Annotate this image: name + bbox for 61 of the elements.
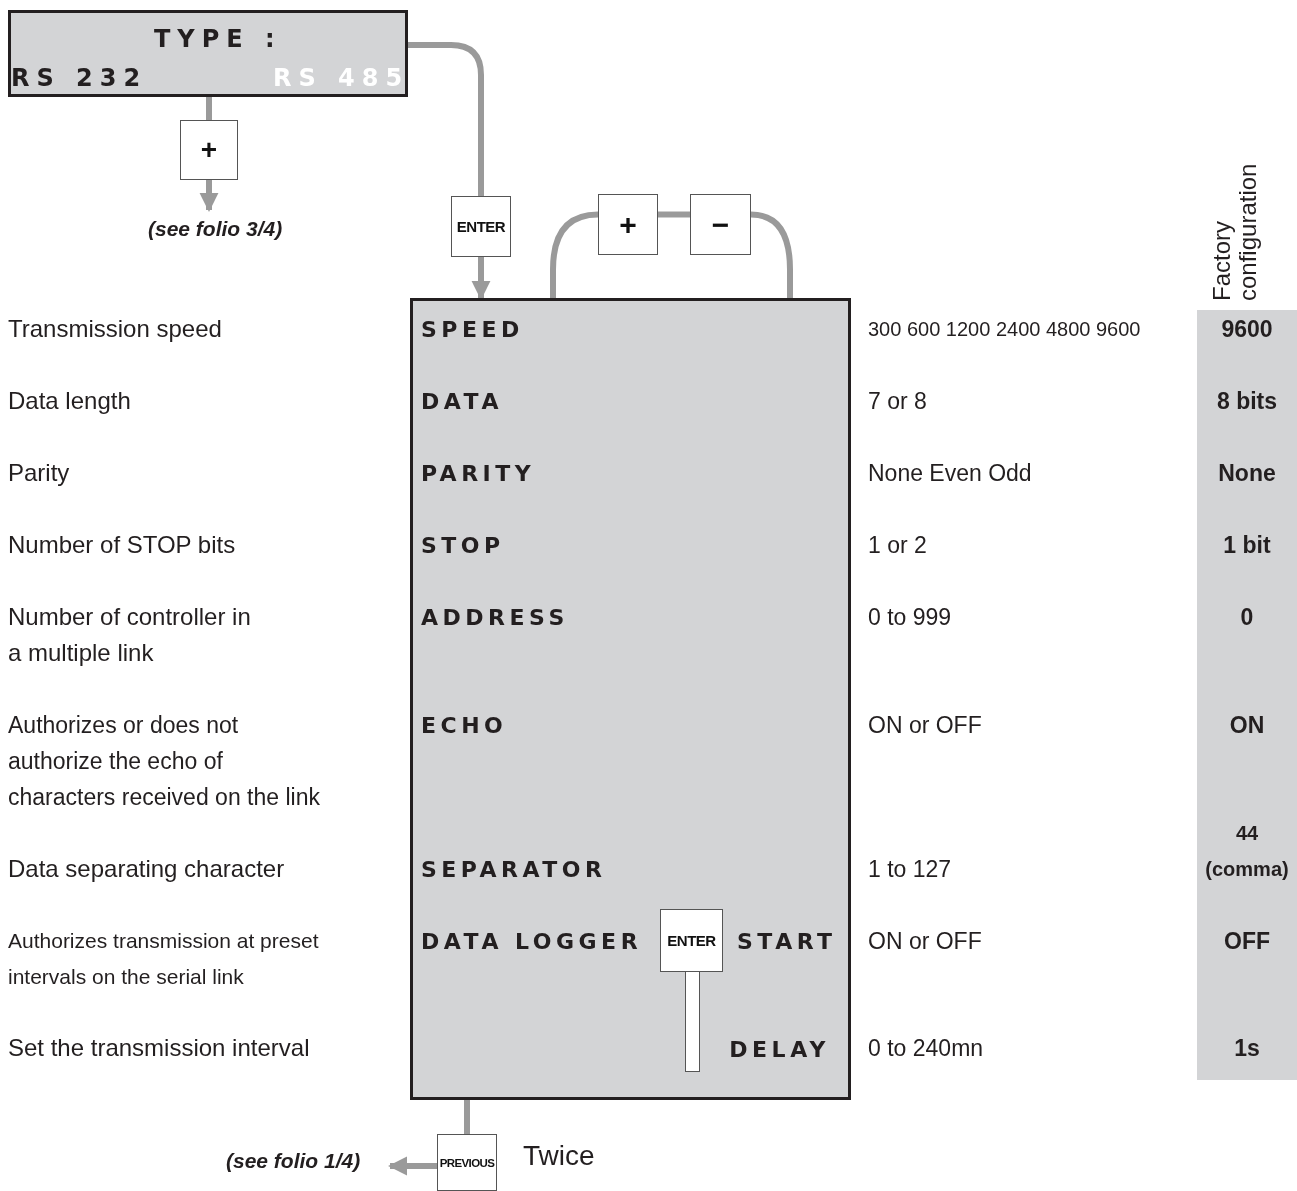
menu-item: START [737,931,837,953]
connector-line [206,97,212,120]
menu-panel [410,298,851,1100]
display-text: TYPE : [154,27,282,51]
factory-value: 0 [1239,603,1255,632]
value-range: 1 to 127 [868,855,953,884]
display-panel [8,10,408,97]
key: − [690,194,751,255]
factory-value: ON [1228,711,1266,740]
factory-value: 8 bits [1215,387,1279,416]
reference-text: (see folio 3/4) [148,212,288,246]
factory-value: 9600 [1220,315,1274,344]
connector-line [464,1100,470,1134]
key: ENTER [451,196,511,257]
value-range: None Even Odd [868,459,1033,488]
key: PREVIOUS [437,1134,497,1191]
arrow [199,180,219,212]
parameter-description: Number of STOP bits [8,530,237,560]
factory-value: 1 bit [1222,531,1272,560]
connector-line [750,211,793,298]
menu-item: STOP [421,535,505,557]
value-range: 300 600 1200 2400 4800 9600 [868,317,1142,342]
factory-value: 1s [1233,1034,1261,1063]
menu-item: PARITY [421,463,536,485]
key-stem [685,972,700,1072]
connector-line [550,211,599,298]
value-range: ON or OFF [868,927,983,956]
parameter-description: Parity [8,458,71,488]
factory-value: OFF [1223,927,1271,956]
parameter-description: Authorizes or does not authorize the echo of characters received on the link [8,711,321,812]
parameter-description: Data separating character [8,854,286,884]
note-text: Twice [523,1140,595,1172]
value-range: ON or OFF [868,711,983,740]
value-range: 0 to 999 [868,603,953,632]
arrow [388,1156,437,1176]
key: + [180,120,238,180]
factory-value: 44 (comma) [1204,821,1290,882]
value-range: 1 or 2 [868,531,928,560]
connector-line [408,42,484,196]
factory-value: None [1217,459,1277,488]
column-heading: Factory configuration [1209,162,1261,301]
menu-item: SEPARATOR [421,859,607,881]
menu-item: DELAY [729,1039,830,1061]
key: ENTER [660,909,723,972]
parameter-description: Number of controller in a multiple link [8,602,252,668]
connector-line [658,211,690,218]
value-range: 0 to 240mn [868,1034,985,1063]
parameter-description: Transmission speed [8,314,223,344]
parameter-description: Data length [8,386,132,416]
menu-item: ECHO [421,715,508,737]
arrow [471,257,491,300]
reference-text: (see folio 1/4) [226,1144,386,1178]
key: + [598,194,658,255]
display-text: RS 232 [11,66,148,90]
value-range: 7 or 8 [868,387,928,416]
parameter-description: Set the transmission interval [8,1033,311,1063]
menu-item: DATA LOGGER [421,931,643,953]
parameter-description: Authorizes transmission at preset intervals on the serial link [8,928,320,990]
menu-item: SPEED [421,319,524,341]
menu-item: ADDRESS [421,607,569,629]
menu-item: DATA [421,391,503,413]
